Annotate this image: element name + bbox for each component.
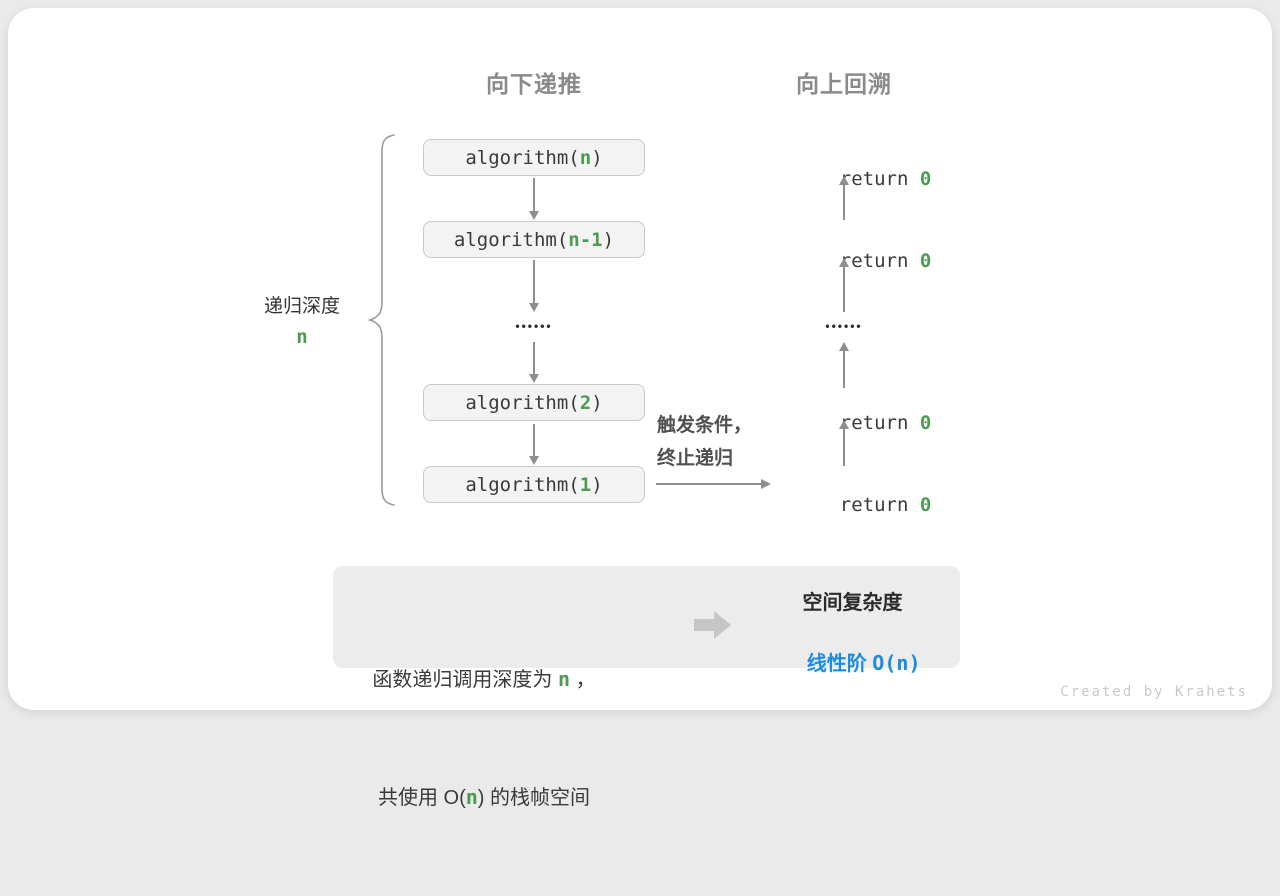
summary-box <box>333 566 960 668</box>
summary-text: ) 的栈帧空间 <box>477 787 591 809</box>
figure-card: 向下递推 向上回溯 递归深度 n algorithm(n) algorithm(… <box>8 8 1272 809</box>
call-arg: n-1 <box>568 228 603 251</box>
arrow-down-icon <box>529 424 539 465</box>
call-text-close: ) <box>602 228 615 251</box>
call-text-close: ) <box>591 473 603 496</box>
credit-text: Created by Krahets <box>1060 684 1248 700</box>
base-case-note: 触发条件， 终止递归 <box>657 409 797 475</box>
call-text-close: ) <box>591 391 603 414</box>
summary-n: n <box>465 785 478 809</box>
base-case-line2: 终止递归 <box>657 448 734 469</box>
call-box-n: algorithm(n) <box>423 139 645 176</box>
return-text: return <box>839 494 920 516</box>
call-text: algorithm( <box>465 391 580 414</box>
arrow-right-icon <box>656 479 771 489</box>
call-text-close: ) <box>591 146 603 169</box>
header-backtrack-up: 向上回溯 <box>796 71 892 97</box>
result-close: ) <box>908 651 921 675</box>
arrow-up-icon <box>839 176 849 220</box>
result-bigo: O( <box>872 651 897 675</box>
depth-brace-icon <box>367 134 395 506</box>
summary-text: 函数递归调用深度为 <box>372 669 558 691</box>
summary-description: 函数递归调用深度为 n ， 共使用 O(n) 的栈帧空间 <box>354 582 614 896</box>
arrow-down-icon <box>529 342 539 383</box>
summary-result: 线性阶 O(n) <box>770 624 935 699</box>
result-label: 线性阶 <box>806 653 873 675</box>
arrow-up-icon <box>839 258 849 312</box>
summary-text: ， <box>570 669 596 691</box>
arrow-down-icon <box>529 178 539 220</box>
arrow-up-icon <box>839 342 849 388</box>
base-case-line1: 触发条件， <box>657 415 753 436</box>
call-box-1: algorithm(1) <box>423 466 645 503</box>
call-text: algorithm( <box>465 146 580 169</box>
call-box-n-1: algorithm(n-1) <box>423 221 645 258</box>
return-row: return 0 <box>794 472 932 516</box>
return-text: return <box>839 412 920 434</box>
depth-value: n <box>296 326 308 348</box>
summary-n: n <box>557 667 571 691</box>
return-text: return <box>839 250 920 272</box>
call-text: algorithm( <box>453 228 569 251</box>
return-value: 0 <box>919 494 932 516</box>
call-arg: 2 <box>579 391 592 414</box>
return-text: return <box>839 168 920 190</box>
call-arg: n <box>579 146 592 169</box>
return-value: 0 <box>919 168 932 190</box>
call-arg: 1 <box>579 473 592 496</box>
block-arrow-icon <box>694 611 731 639</box>
arrow-up-icon <box>839 420 849 466</box>
return-value: 0 <box>919 250 932 272</box>
ellipsis-right: •••••• <box>825 319 863 333</box>
header-recurse-down: 向下递推 <box>486 71 582 97</box>
arrow-down-icon <box>529 260 539 312</box>
return-value: 0 <box>919 412 932 434</box>
call-text: algorithm( <box>465 473 580 496</box>
return-row: return 0 <box>794 228 932 272</box>
summary-title: 空间复杂度 <box>802 592 903 614</box>
ellipsis-left: •••••• <box>515 319 553 333</box>
return-row: return 0 <box>794 146 932 190</box>
return-row: return 0 <box>794 390 932 434</box>
call-box-2: algorithm(2) <box>423 384 645 421</box>
result-n: n <box>896 651 909 675</box>
summary-text: 共使用 O( <box>377 787 466 809</box>
depth-label: 递归深度 <box>263 296 340 317</box>
